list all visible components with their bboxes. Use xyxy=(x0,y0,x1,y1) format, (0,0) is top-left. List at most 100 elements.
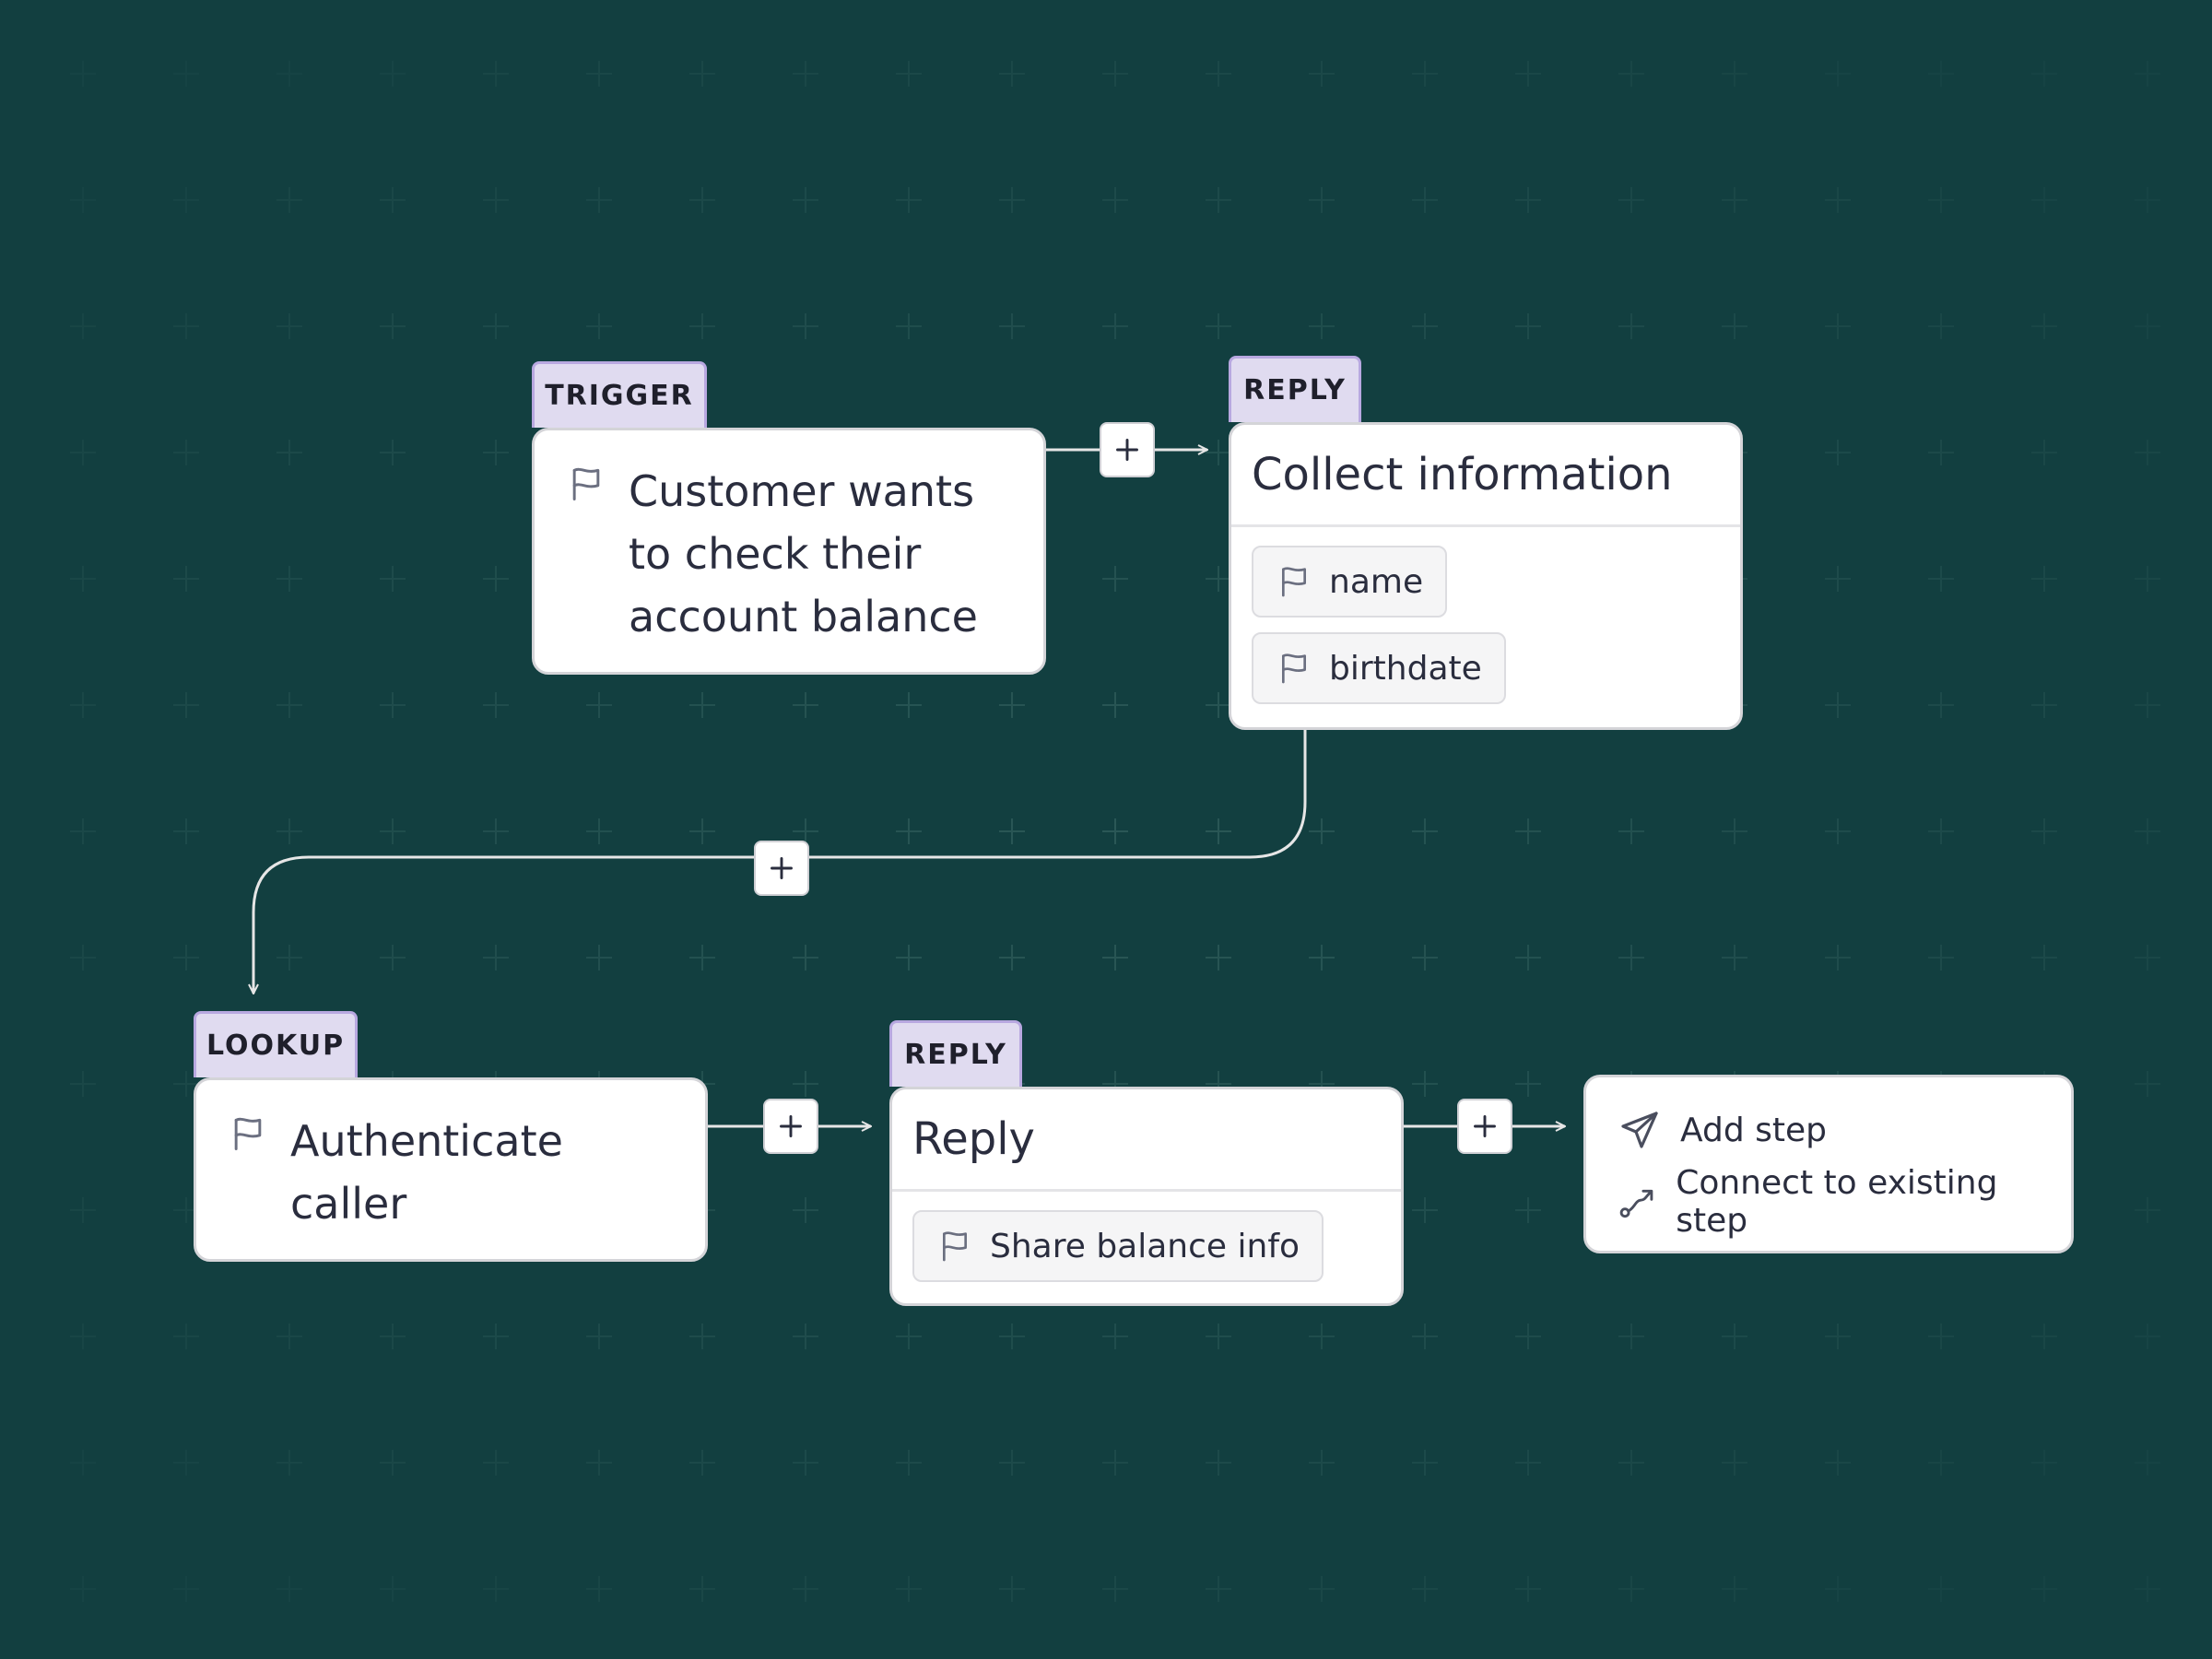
grid-mark xyxy=(1618,1576,1644,1602)
grid-mark xyxy=(586,61,612,87)
grid-mark xyxy=(1722,1324,1747,1349)
grid-mark xyxy=(70,818,96,844)
grid-mark xyxy=(896,692,922,718)
flag-icon xyxy=(228,1113,268,1154)
plus-icon xyxy=(1472,1113,1498,1139)
grid-mark xyxy=(2135,566,2160,592)
grid-mark xyxy=(1309,61,1335,87)
add-step-menu: Add step Connect to existing step xyxy=(1583,1075,2074,1253)
grid-mark xyxy=(380,187,406,213)
grid-mark xyxy=(380,1450,406,1476)
field-chip-name[interactable]: name xyxy=(1252,546,1448,618)
add-step-option[interactable]: Add step xyxy=(1618,1094,2040,1166)
grid-mark xyxy=(896,1450,922,1476)
grid-mark xyxy=(689,945,715,971)
grid-mark xyxy=(380,566,406,592)
grid-mark xyxy=(2135,818,2160,844)
grid-mark xyxy=(1825,692,1851,718)
collect-information-node[interactable]: Collect information name birthdate xyxy=(1229,422,1743,730)
grid-mark xyxy=(1515,1197,1541,1223)
grid-mark xyxy=(2031,1324,2057,1349)
grid-mark xyxy=(1206,1324,1231,1349)
grid-mark xyxy=(1928,1576,1954,1602)
grid-mark xyxy=(483,566,509,592)
add-step-label: Add step xyxy=(1680,1111,1828,1149)
grid-mark xyxy=(2135,1197,2160,1223)
add-step-button[interactable] xyxy=(754,841,809,896)
grid-mark xyxy=(276,61,302,87)
grid-mark xyxy=(1102,187,1128,213)
grid-mark xyxy=(1618,818,1644,844)
grid-mark xyxy=(793,692,818,718)
grid-mark xyxy=(2135,692,2160,718)
grid-mark xyxy=(1102,945,1128,971)
flag-icon xyxy=(936,1228,973,1265)
grid-mark xyxy=(1206,313,1231,339)
grid-mark xyxy=(173,566,199,592)
grid-mark xyxy=(586,1576,612,1602)
grid-mark xyxy=(2031,313,2057,339)
collect-title: Collect information xyxy=(1231,425,1740,527)
grid-mark xyxy=(1722,61,1747,87)
grid-mark xyxy=(276,1450,302,1476)
grid-mark xyxy=(483,1450,509,1476)
add-step-button[interactable] xyxy=(763,1099,818,1154)
grid-mark xyxy=(2031,945,2057,971)
grid-mark xyxy=(793,1324,818,1349)
grid-mark xyxy=(2031,1450,2057,1476)
grid-mark xyxy=(276,566,302,592)
grid-mark xyxy=(1825,187,1851,213)
grid-mark xyxy=(276,440,302,465)
grid-mark xyxy=(999,313,1025,339)
lookup-node[interactable]: Authenticate caller xyxy=(194,1077,708,1262)
grid-mark xyxy=(70,1324,96,1349)
grid-mark xyxy=(1515,1576,1541,1602)
grid-mark xyxy=(1825,1576,1851,1602)
grid-mark xyxy=(1412,1197,1438,1223)
grid-mark xyxy=(1928,945,1954,971)
grid-mark xyxy=(793,1450,818,1476)
grid-mark xyxy=(999,187,1025,213)
grid-mark xyxy=(1928,313,1954,339)
reply-node[interactable]: Reply Share balance info xyxy=(889,1087,1404,1306)
grid-mark xyxy=(2031,187,2057,213)
add-step-button[interactable] xyxy=(1100,422,1155,477)
grid-mark xyxy=(586,945,612,971)
grid-mark xyxy=(1102,818,1128,844)
grid-mark xyxy=(483,818,509,844)
add-step-button[interactable] xyxy=(1457,1099,1512,1154)
flag-icon xyxy=(1276,563,1312,600)
grid-mark xyxy=(1618,313,1644,339)
grid-mark xyxy=(1825,566,1851,592)
grid-mark xyxy=(896,1324,922,1349)
trigger-node[interactable]: Customer wants to check their account ba… xyxy=(532,428,1046,675)
grid-mark xyxy=(1102,61,1128,87)
connect-existing-option[interactable]: Connect to existing step xyxy=(1618,1164,2040,1240)
grid-mark xyxy=(1825,1324,1851,1349)
grid-mark xyxy=(999,818,1025,844)
plus-icon xyxy=(778,1113,804,1139)
grid-mark xyxy=(70,1197,96,1223)
grid-mark xyxy=(380,313,406,339)
grid-mark xyxy=(1309,945,1335,971)
grid-mark xyxy=(1206,61,1231,87)
field-chip-share-balance-info[interactable]: Share balance info xyxy=(912,1210,1324,1282)
reply-title: Reply xyxy=(892,1089,1401,1192)
grid-mark xyxy=(2031,566,2057,592)
grid-mark xyxy=(689,61,715,87)
grid-mark xyxy=(896,1576,922,1602)
grid-mark xyxy=(483,313,509,339)
grid-mark xyxy=(1515,945,1541,971)
grid-mark xyxy=(70,1450,96,1476)
grid-mark xyxy=(483,1324,509,1349)
grid-mark xyxy=(70,61,96,87)
grid-mark xyxy=(1206,440,1231,465)
grid-mark xyxy=(1412,1576,1438,1602)
grid-mark xyxy=(1515,61,1541,87)
flag-icon xyxy=(566,464,606,504)
grid-mark xyxy=(2031,440,2057,465)
field-chip-birthdate[interactable]: birthdate xyxy=(1252,632,1506,704)
grid-mark xyxy=(2135,187,2160,213)
grid-mark xyxy=(1515,1071,1541,1097)
